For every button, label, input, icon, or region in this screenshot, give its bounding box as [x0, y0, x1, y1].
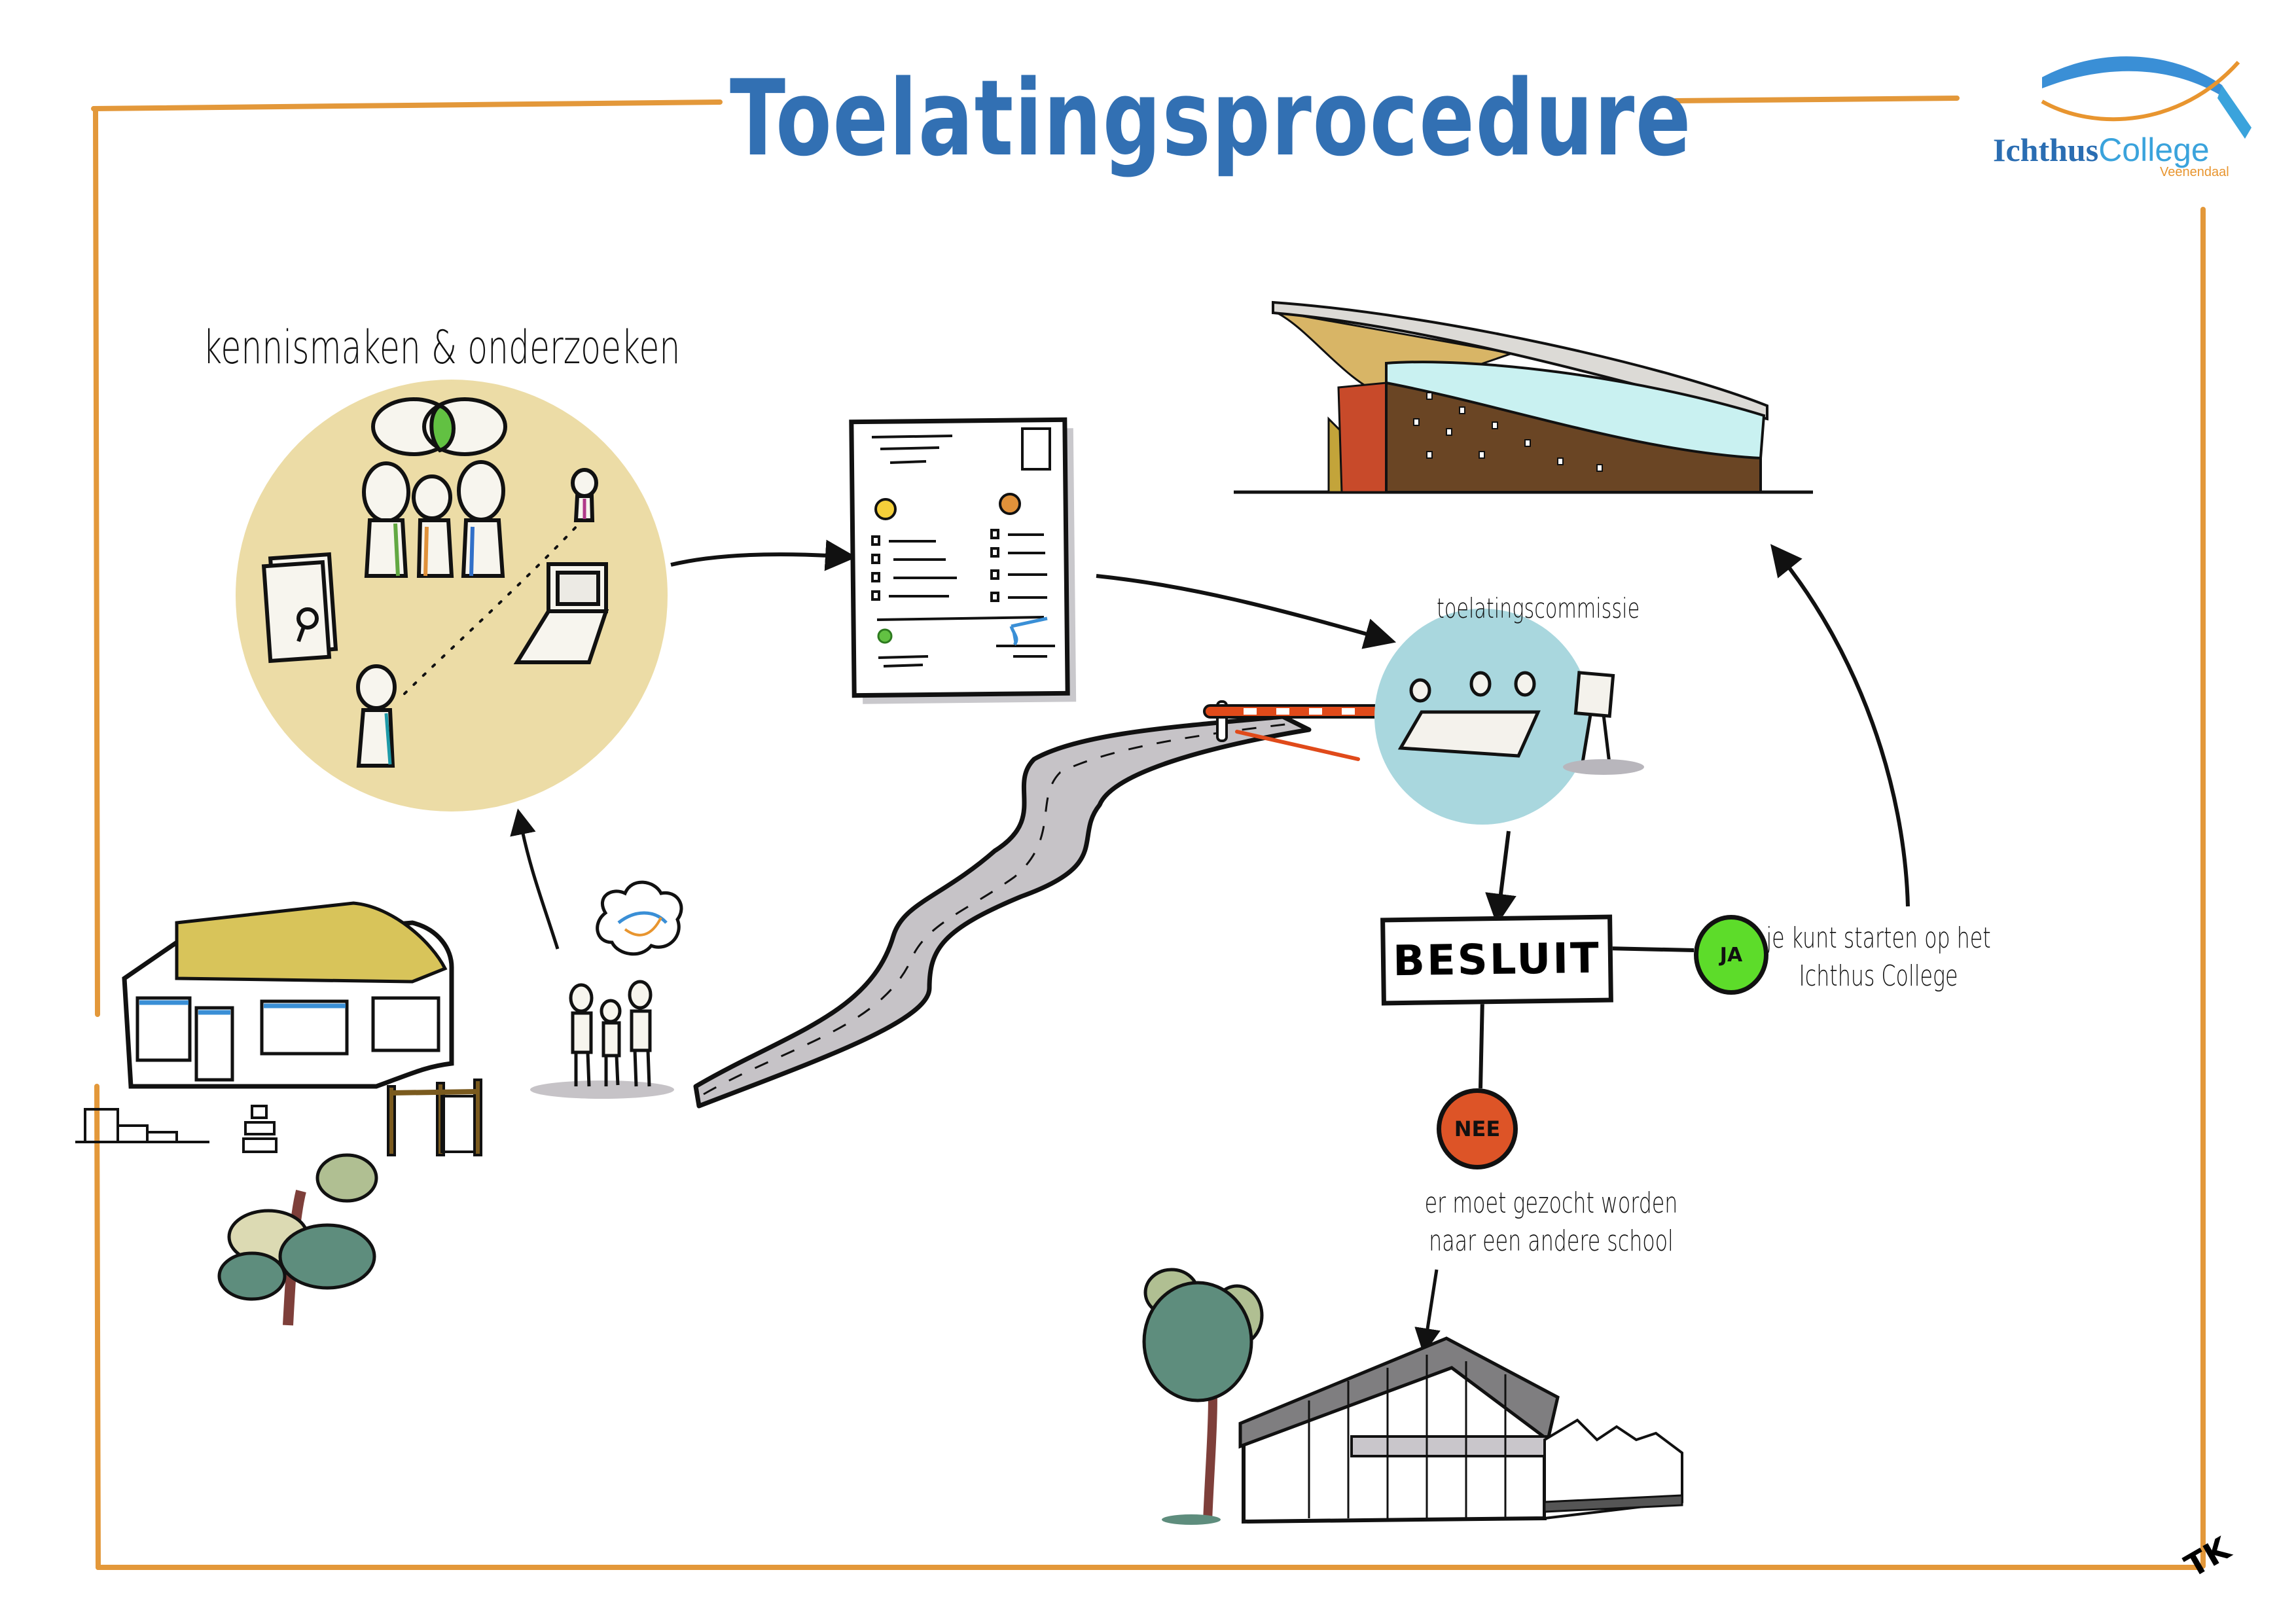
kennismaken-circle [236, 380, 668, 812]
nee-badge: NEE [1437, 1088, 1518, 1169]
target-arrow-icon [1009, 616, 1048, 646]
arrow-to-commissie [1096, 574, 1397, 649]
nee-outcome-text: er moet gezocht worden naar een andere s… [1424, 1186, 1678, 1258]
family-group-icon [362, 460, 505, 578]
logo-name-part1: Ichthus [1993, 132, 2099, 168]
neutral-face-icon [999, 493, 1021, 515]
primary-school-building [75, 901, 482, 1326]
laptop-icon [513, 562, 609, 664]
logo-fish-icon [2041, 56, 2251, 139]
page-title: Toelatingsprocedure [729, 56, 1693, 179]
ja-badge: JA [1694, 915, 1768, 995]
toelatingscommissie-label: toelatingscommissie [1437, 592, 1640, 624]
family-thinking-icon [530, 880, 683, 1099]
logo-wordmark: IchthusCollege [1993, 131, 2210, 169]
brochure-icon [261, 552, 338, 664]
page-frame [91, 96, 2206, 1570]
toelatingscommissie-circle [1374, 609, 1644, 825]
happy-face-icon [874, 498, 897, 520]
connector-besluit-nee [1479, 997, 1484, 1089]
phone-caller-icon [356, 468, 598, 768]
student-dossier-document [849, 417, 1077, 704]
other-school-building [1142, 1268, 1683, 1525]
ja-outcome-text: je kunt starten op het Ichthus College [1766, 921, 1991, 993]
arrow-to-dossier [670, 539, 857, 571]
ichthus-college-logo: IchthusCollege Veenendaal [1977, 52, 2251, 190]
arrow-to-ichthus-college [1770, 544, 1910, 907]
winding-road [693, 714, 1312, 1109]
connector-besluit-ja [1605, 946, 1695, 952]
logo-location: Veenendaal [2160, 165, 2229, 179]
arrow-commissie-to-besluit [1485, 830, 1516, 925]
speech-bubbles-icon [371, 397, 507, 456]
arrow-to-kennismaken [510, 808, 560, 950]
arrow-to-other-school [1414, 1269, 1441, 1355]
kennismaken-label: kennismaken & onderzoeken [203, 321, 681, 374]
logo-name-part2: College [2098, 132, 2210, 168]
besluit-box: BESLUIT [1380, 914, 1613, 1006]
gear-icon [877, 628, 893, 644]
ichthus-college-building [1234, 300, 1813, 494]
